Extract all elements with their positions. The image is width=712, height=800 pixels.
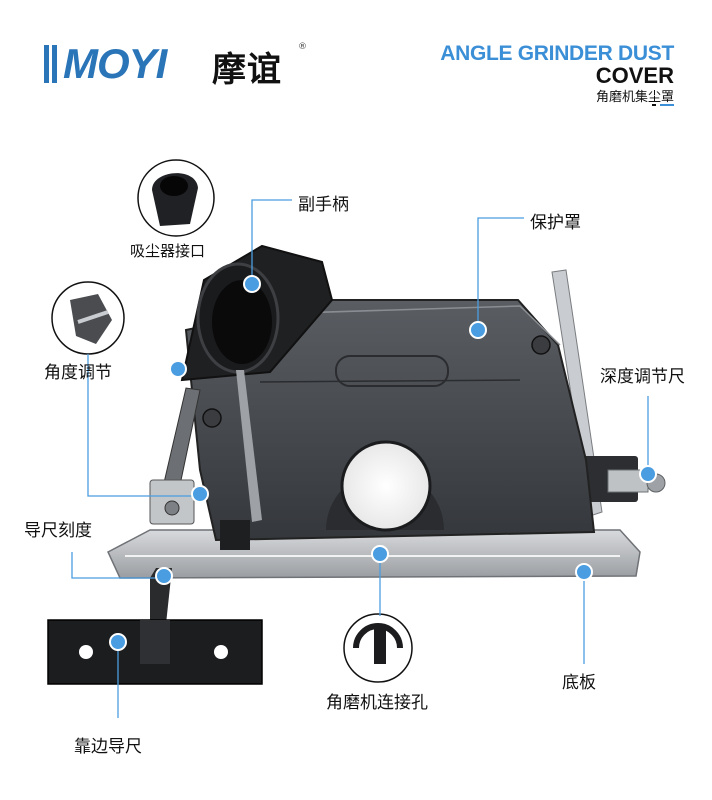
label-base-plate: 底板 [562, 673, 596, 693]
label-guide-scale: 导尺刻度 [24, 521, 92, 541]
guard-cover [184, 299, 596, 550]
logo-bars [44, 45, 57, 83]
label-auxiliary-handle: 副手柄 [298, 195, 349, 215]
angle-adjust-bracket [149, 387, 201, 525]
label-guard: 保护罩 [530, 213, 581, 233]
depth-ruler [551, 269, 666, 517]
product-subtitle: 角磨机集尘罩 [595, 90, 674, 105]
product-title-line2: COVER [595, 63, 674, 88]
label-grinder-hole: 角磨机连接孔 [326, 693, 428, 713]
dust-port [180, 244, 334, 522]
registered-mark: ® [298, 42, 307, 52]
edge-guide [47, 568, 263, 685]
title-accent-bar [660, 104, 674, 106]
product-title-line1: ANGLE GRINDER DUST [440, 42, 674, 65]
title-accent-dash [652, 104, 656, 106]
logo-text: MOYI [63, 40, 167, 87]
logo-chinese: 摩谊 [212, 50, 282, 90]
detail-hole-circle [343, 613, 413, 683]
label-dust-port: 吸尘器接口 [130, 242, 206, 260]
leader-lines [71, 199, 649, 718]
marker-dots [109, 275, 657, 651]
brand-logo: MOYI [44, 40, 167, 87]
label-angle-adjust: 角度调节 [44, 363, 112, 383]
label-depth-ruler: 深度调节尺 [600, 367, 685, 387]
detail-dust-port-circle [137, 159, 215, 237]
detail-angle-circle [51, 281, 125, 355]
label-edge-guide: 靠边导尺 [74, 737, 142, 757]
